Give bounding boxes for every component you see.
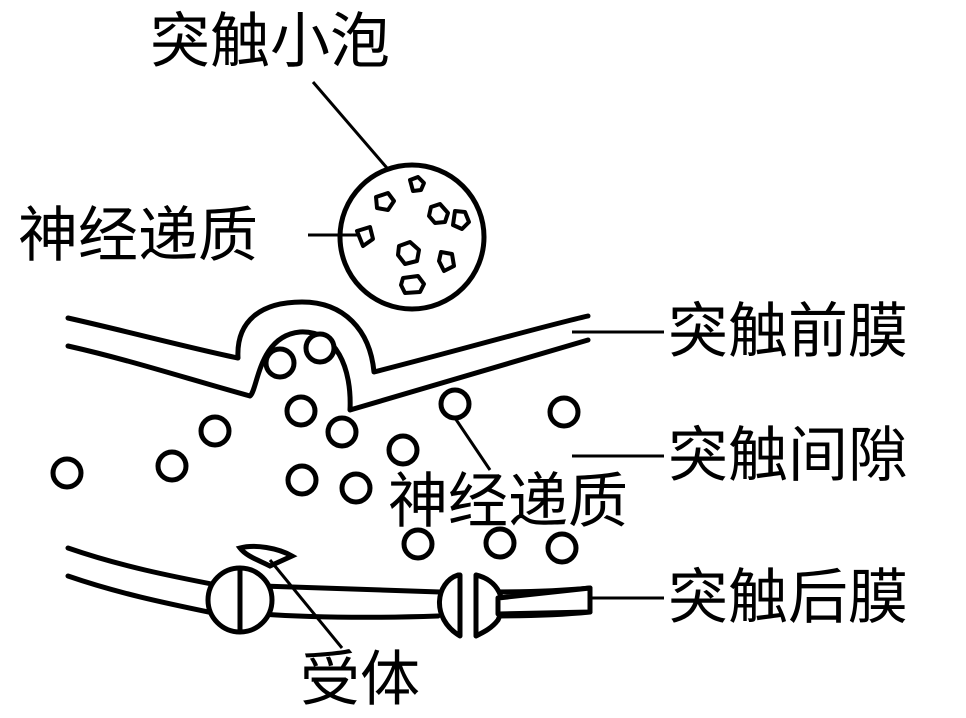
leader-neurotransmitter-cleft — [453, 417, 492, 471]
receptor-round — [205, 543, 298, 635]
label-synaptic-cleft: 突触间隙 — [668, 421, 908, 491]
receptor-channel — [437, 572, 593, 639]
label-postsynaptic-membrane: 突触后膜 — [668, 563, 908, 633]
vesicle-neurotransmitter-particles — [355, 175, 471, 295]
label-receptor: 受体 — [300, 645, 420, 713]
leader-receptor — [268, 559, 344, 649]
leader-lines — [268, 81, 664, 649]
presynaptic-membrane — [65, 299, 591, 413]
synaptic-vesicle — [337, 162, 487, 312]
label-neurotransmitter-cleft: 神经递质 — [388, 467, 628, 537]
label-neurotransmitter-vesicle: 神经递质 — [18, 201, 258, 271]
bulge-neurotransmitter — [263, 331, 337, 380]
label-synaptic-vesicle: 突触小泡 — [150, 7, 390, 77]
label-presynaptic-membrane: 突触前膜 — [668, 297, 908, 367]
leader-vesicle — [311, 81, 389, 169]
